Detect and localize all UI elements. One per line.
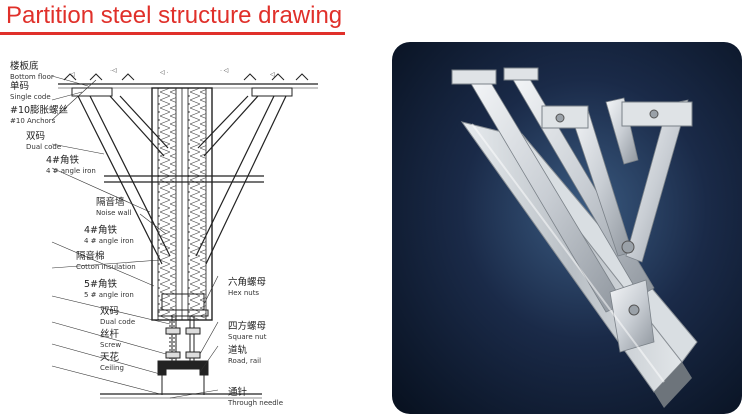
angle-iron-braces xyxy=(77,95,287,265)
label-hex-nuts-zh: 六角螺母 xyxy=(228,277,267,288)
label-anchors: #10膨胀螺丝#10 Anchors xyxy=(10,106,68,126)
label-anchors-zh: #10膨胀螺丝 xyxy=(10,105,69,116)
label-square-nut-en: Square nut xyxy=(228,333,267,341)
label-dual-code-1-zh: 双码 xyxy=(26,131,46,142)
label-hex-nuts-en: Hex nuts xyxy=(228,289,260,297)
label-ceiling-zh: 天花 xyxy=(100,352,120,363)
label-noise-wall-zh: 隔音墙 xyxy=(96,197,125,208)
label-road-rail-en: Road, rail xyxy=(228,357,262,365)
label-road-rail-zh: 道轨 xyxy=(228,345,248,356)
label-angle-iron-2-en: 4 # angle iron xyxy=(84,237,134,245)
page-title: Partition steel structure drawing xyxy=(6,2,343,29)
label-ceiling-en: Ceiling xyxy=(100,364,124,372)
label-angle-iron-5-en: 5 # angle iron xyxy=(84,291,134,299)
svg-text:◁: ◁ xyxy=(270,72,275,78)
steel-structure-illustration xyxy=(451,67,698,408)
leader-lines xyxy=(51,75,219,399)
label-through-needle-zh: 通针 xyxy=(228,387,248,398)
label-screw-zh: 丝杆 xyxy=(100,329,120,340)
label-cotton-insulation-en: Cotton insulation xyxy=(76,263,136,271)
label-cotton-insulation-zh: 隔音棉 xyxy=(76,251,105,262)
label-angle-iron-2-zh: 4#角铁 xyxy=(84,225,118,236)
ceiling-line xyxy=(100,393,262,399)
top-codes xyxy=(71,87,293,97)
label-noise-wall-en: Noise wall xyxy=(96,209,132,217)
hanger-assembly xyxy=(157,293,209,395)
label-through-needle-en: Through needle xyxy=(228,399,284,407)
label-single-code-zh: 单码 xyxy=(10,81,30,92)
label-anchors-en: #10 Anchors xyxy=(10,117,56,125)
svg-text:◁: ◁ xyxy=(70,72,75,78)
label-dual-code-2-en: Dual code xyxy=(100,318,136,326)
label-dual-code-1-en: Dual code xyxy=(26,143,62,151)
label-single-code-en: Single code xyxy=(10,93,51,101)
label-angle-iron-5-zh: 5#角铁 xyxy=(84,279,118,290)
label-square-nut-zh: 四方螺母 xyxy=(228,321,267,332)
label-bottom-floor-zh: 楼板底 xyxy=(10,61,39,72)
floor-slab: ◁ ·◁ ◁ · · ◁ ◁ xyxy=(58,68,318,89)
svg-text:· ◁: · ◁ xyxy=(220,68,229,74)
label-angle-iron-1-zh: 4#角铁 xyxy=(46,155,80,166)
partition-section-drawing: ◁ ·◁ ◁ · · ◁ ◁ xyxy=(51,68,318,399)
svg-text:·◁: ·◁ xyxy=(110,68,117,74)
steel-structure-photo xyxy=(392,42,742,414)
noise-wall-section xyxy=(151,87,213,321)
anchor-bolts xyxy=(63,73,309,81)
label-angle-iron-1-en: 4 # angle iron xyxy=(46,167,96,175)
label-screw-en: Screw xyxy=(100,341,122,349)
svg-text:◁ ·: ◁ · xyxy=(160,70,168,76)
label-bottom-floor-en: Bottom floor xyxy=(10,73,54,81)
label-dual-code-2-zh: 双码 xyxy=(100,306,120,317)
title-underline xyxy=(0,32,345,35)
